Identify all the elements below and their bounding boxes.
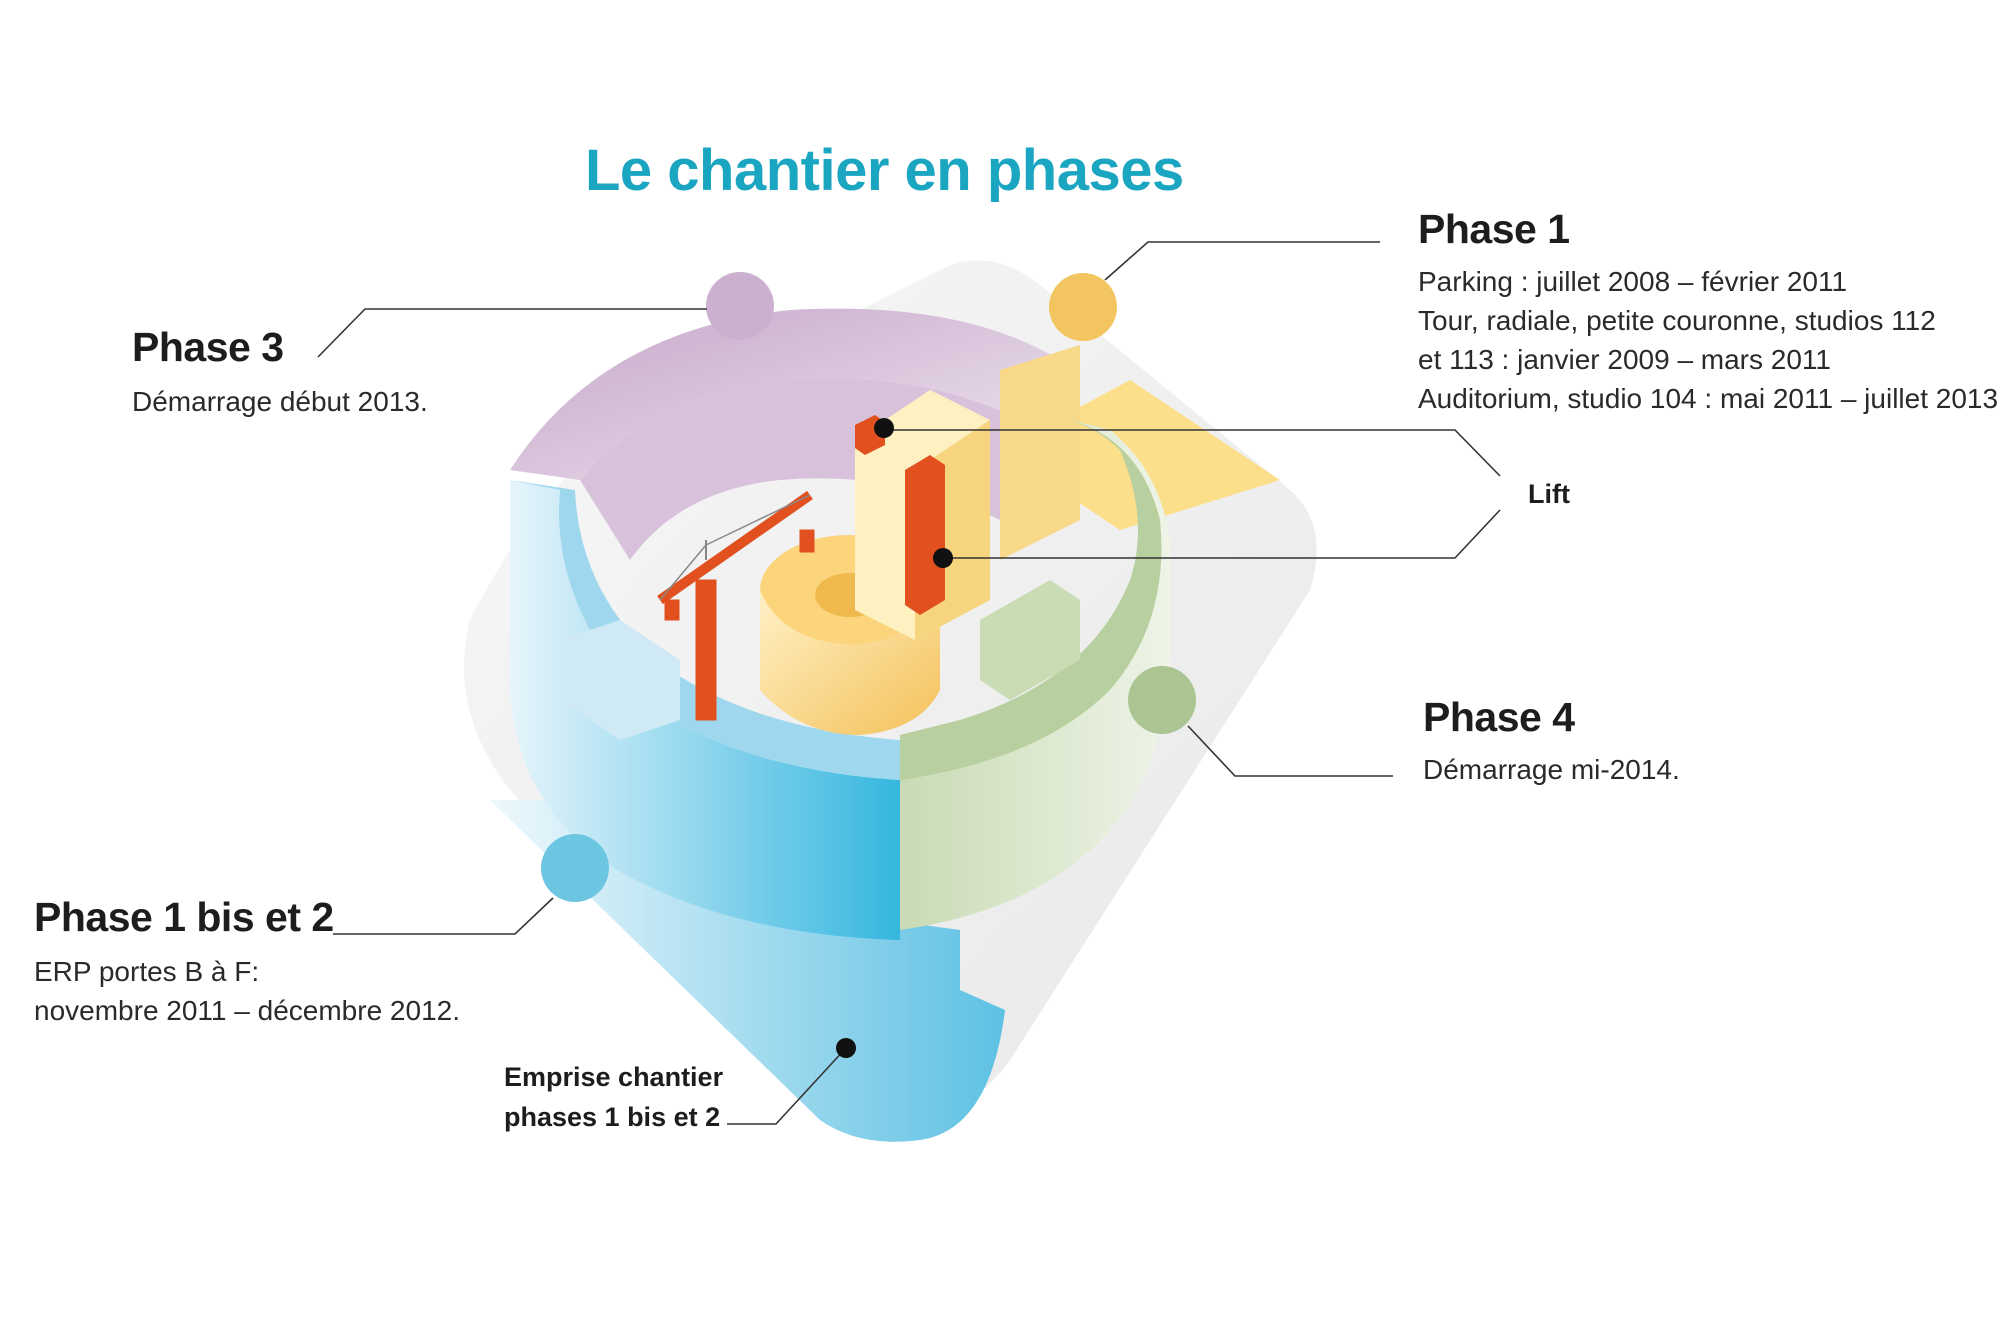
emprise-zone xyxy=(490,800,1005,1142)
phase3-heading: Phase 3 xyxy=(132,324,284,370)
phase1-wall xyxy=(1000,345,1080,560)
phase1-text: Parking : juillet 2008 – février 2011 To… xyxy=(1418,262,2000,418)
phase1bis-ring xyxy=(510,480,900,940)
phase3-line: Démarrage début 2013. xyxy=(132,386,428,417)
diagram-title: Le chantier en phases xyxy=(585,138,1184,203)
phase3-ring xyxy=(510,308,1060,480)
phase1bis-dot xyxy=(541,834,609,902)
lift-label: Lift xyxy=(1528,479,1570,509)
annex-block-left xyxy=(560,620,680,740)
emprise-label: Emprise chantier phases 1 bis et 2 xyxy=(504,1057,723,1137)
phase1bis-heading: Phase 1 bis et 2 xyxy=(34,894,334,940)
inner-cylinder-side xyxy=(760,590,940,735)
annex-block-right xyxy=(980,580,1080,700)
phase1-dot xyxy=(1049,273,1117,341)
phase4-dot xyxy=(1128,666,1196,734)
phase3-text: Démarrage début 2013. xyxy=(132,382,428,421)
leader-lines xyxy=(317,241,1501,1125)
phase3-dot xyxy=(706,272,774,340)
phase1-heading: Phase 1 xyxy=(1418,206,1570,252)
phase1-line: et 113 : janvier 2009 – mars 2011 xyxy=(1418,344,1831,375)
lift xyxy=(905,455,945,615)
phase4-top xyxy=(900,420,1162,780)
emprise-line: phases 1 bis et 2 xyxy=(504,1102,721,1132)
phase1bis-text: ERP portes B à F: novembre 2011 – décemb… xyxy=(34,952,460,1030)
phase4-heading: Phase 4 xyxy=(1423,694,1575,740)
phase4-ring xyxy=(900,420,1170,930)
phase1bis-line: ERP portes B à F: xyxy=(34,956,260,987)
crane xyxy=(657,490,815,721)
emprise-line: Emprise chantier xyxy=(504,1062,724,1092)
phase1-line: Parking : juillet 2008 – février 2011 xyxy=(1418,266,1848,297)
lift-dot-bottom xyxy=(933,548,953,568)
phase4-line: Démarrage mi-2014. xyxy=(1423,754,1680,785)
phase4-text: Démarrage mi-2014. xyxy=(1423,750,1680,789)
phase1bis-line: novembre 2011 – décembre 2012. xyxy=(34,995,460,1026)
phase1-line: Tour, radiale, petite couronne, studios … xyxy=(1418,305,1936,336)
lift-dot-top xyxy=(874,418,894,438)
phase1-line: Auditorium, studio 104 : mai 2011 – juil… xyxy=(1418,383,2000,414)
emprise-dot xyxy=(836,1038,856,1058)
